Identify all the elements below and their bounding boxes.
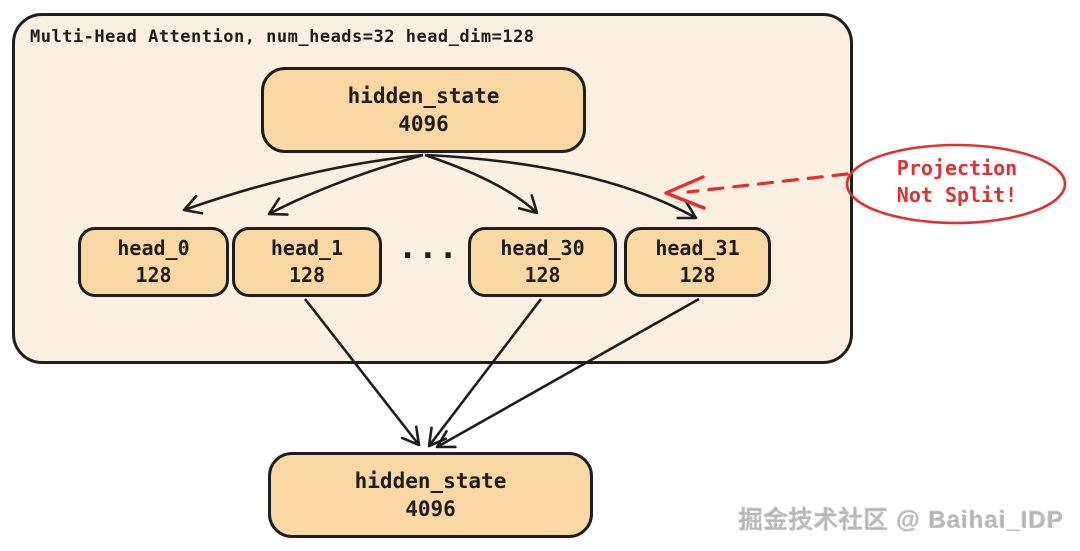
node-dim: 128 [288,263,326,287]
node-dim: 128 [524,263,561,287]
node-label: head_0 [117,236,190,260]
node-label: head_30 [500,236,585,260]
node-head-31: head_31 128 [624,227,771,297]
watermark: 掘金技术社区 @ Baihai_IDP [738,507,1064,534]
node-label: head_1 [270,236,344,260]
node-hidden-state-top: hidden_state 4096 [261,67,586,153]
node-head-30: head_30 128 [468,227,617,297]
node-hidden-state-bottom: hidden_state 4096 [268,452,593,538]
node-label: hidden_state [347,83,500,108]
node-head-1: head_1 128 [232,227,382,297]
projection-callout-line1: Projection [896,156,1018,180]
attention-group-box [12,13,853,364]
group-title: Multi-Head Attention, num_heads=32 head_… [30,27,535,47]
projection-callout-text: Projection Not Split! [862,155,1052,209]
node-dim: 128 [135,263,172,287]
node-label: head_31 [655,236,740,260]
node-dim: 128 [679,263,716,287]
node-label: hidden_state [354,468,507,493]
projection-callout-line2: Not Split! [896,183,1018,207]
node-dim: 4096 [405,497,456,521]
heads-ellipsis: ... [398,228,459,266]
node-dim: 4096 [398,112,449,136]
node-head-0: head_0 128 [78,227,229,297]
